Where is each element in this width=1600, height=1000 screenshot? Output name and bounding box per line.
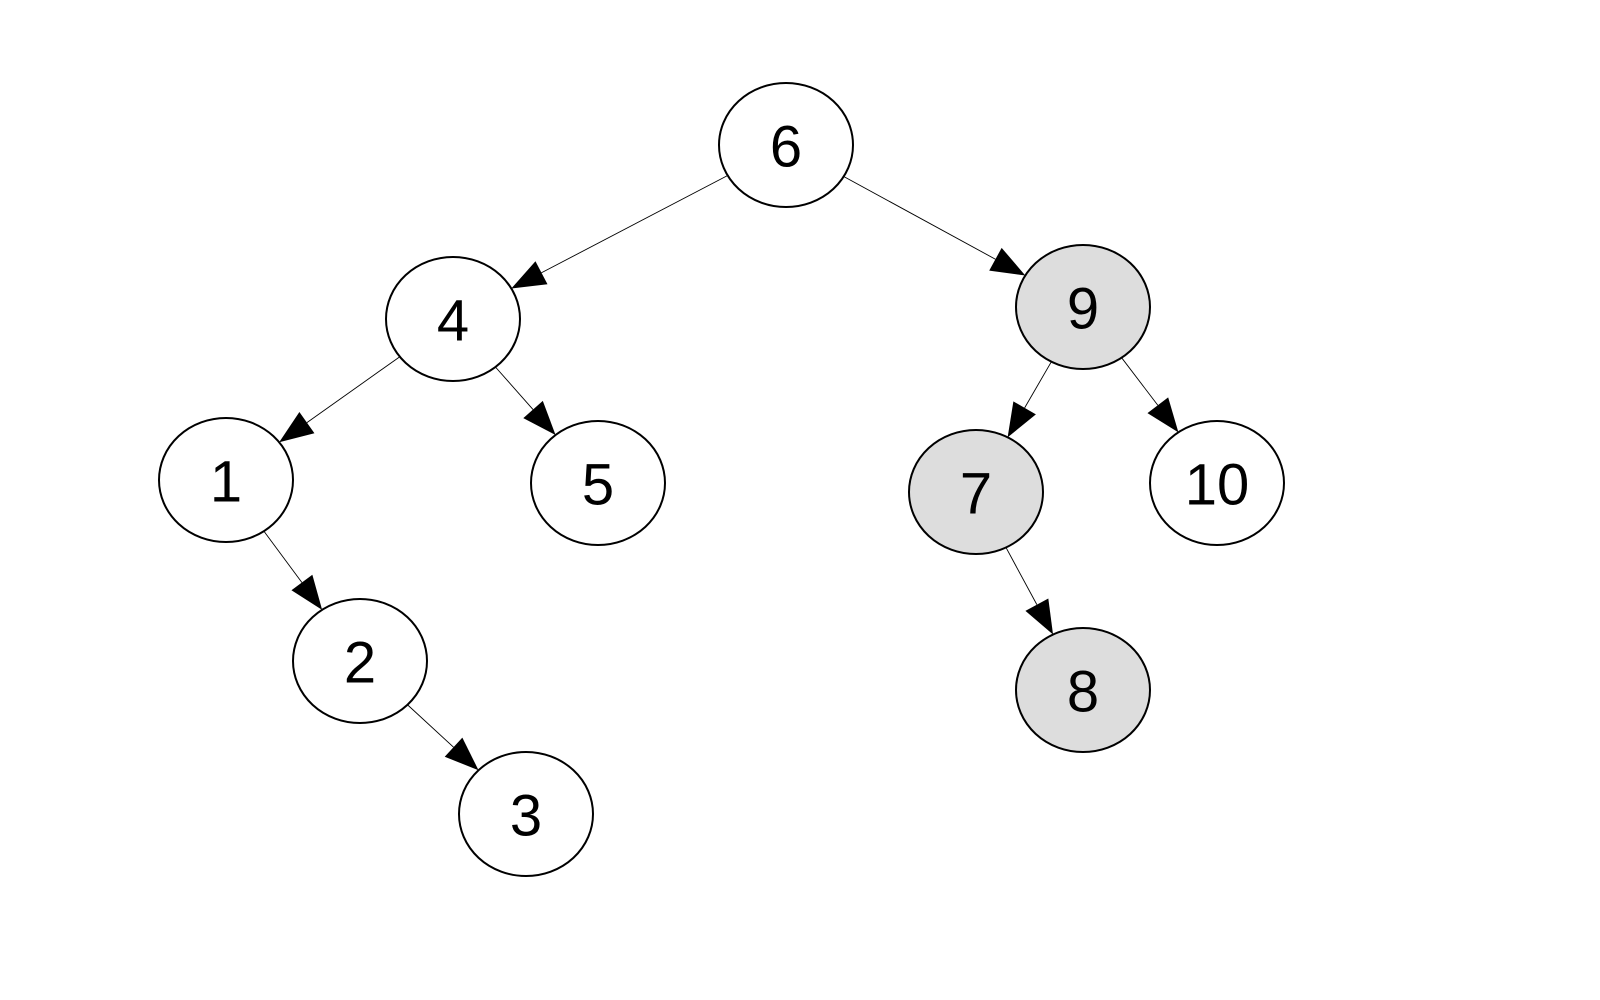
tree-node-3: 3	[458, 751, 594, 877]
node-label: 9	[1067, 277, 1099, 342]
node-label: 1	[210, 450, 242, 515]
arrowhead-icon	[444, 737, 479, 771]
arrowhead-icon	[1025, 598, 1054, 635]
edge-line	[1121, 357, 1159, 406]
edge-n9-n10	[1121, 357, 1179, 433]
tree-node-4: 4	[385, 256, 521, 382]
edge-n4-n5	[495, 366, 556, 436]
arrowhead-icon	[279, 412, 315, 443]
node-circle	[292, 598, 428, 724]
arrowhead-icon	[1007, 401, 1036, 438]
node-label: 3	[510, 784, 542, 849]
node-circle	[458, 751, 594, 877]
edge-line	[263, 530, 303, 583]
edge-line	[1024, 361, 1052, 409]
edges-layer	[263, 175, 1179, 771]
edge-n6-n4	[511, 175, 728, 289]
tree-node-9: 9	[1015, 244, 1151, 370]
tree-node-1: 1	[158, 417, 294, 543]
node-label: 5	[582, 453, 614, 518]
tree-node-10: 10	[1149, 420, 1285, 546]
tree-node-5: 5	[530, 420, 666, 546]
edge-line	[1005, 547, 1038, 605]
edge-n6-n9	[843, 176, 1026, 276]
edge-n2-n3	[407, 704, 479, 771]
node-circle	[385, 256, 521, 382]
node-circle	[908, 429, 1044, 555]
tree-node-6: 6	[718, 82, 854, 208]
node-label: 4	[437, 289, 469, 354]
arrowhead-icon	[1147, 397, 1179, 433]
node-circle	[1015, 627, 1151, 753]
arrowhead-icon	[511, 261, 548, 289]
edge-line	[495, 366, 534, 410]
tree-node-8: 8	[1015, 627, 1151, 753]
node-label: 8	[1067, 660, 1099, 725]
node-label: 2	[344, 631, 376, 696]
node-label: 10	[1185, 453, 1250, 518]
node-circle	[1015, 244, 1151, 370]
arrowhead-icon	[291, 574, 323, 610]
edge-n7-n8	[1005, 547, 1054, 635]
node-circle	[530, 420, 666, 546]
edge-line	[407, 704, 454, 748]
node-circle	[158, 417, 294, 543]
edge-line	[843, 176, 996, 260]
edge-line	[306, 356, 401, 423]
tree-node-2: 2	[292, 598, 428, 724]
edge-n9-n7	[1007, 361, 1052, 438]
tree-node-7: 7	[908, 429, 1044, 555]
node-circle	[718, 82, 854, 208]
edge-n1-n2	[263, 530, 323, 610]
edge-n4-n1	[279, 356, 401, 443]
nodes-layer: 6 4 9 1 5 7 10 2 8 3	[158, 82, 1285, 877]
arrowhead-icon	[989, 247, 1026, 276]
edge-line	[541, 175, 728, 274]
node-label: 6	[770, 115, 802, 180]
node-circle	[1149, 420, 1285, 546]
arrowhead-icon	[523, 400, 556, 436]
node-label: 7	[960, 462, 992, 527]
